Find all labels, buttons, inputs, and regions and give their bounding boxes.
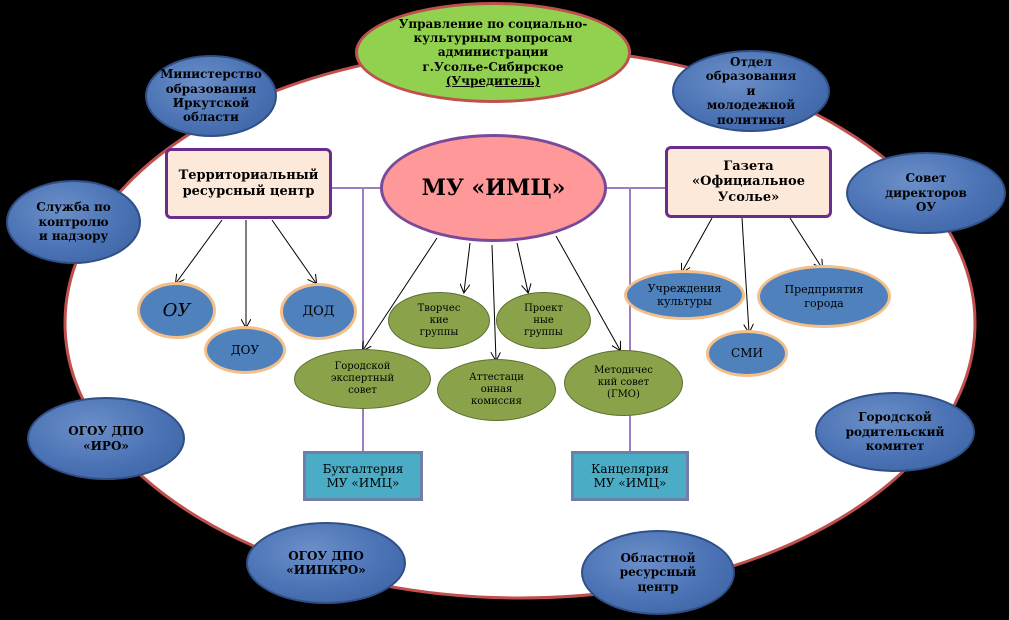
creative-groups-node: Творчес кие группы	[388, 292, 490, 349]
founder-line-4: г.Усолье-Сибирское	[422, 59, 564, 74]
territorial-center-box: Территориальный ресурсный центр	[165, 148, 332, 219]
culture-node: Учреждения культуры	[624, 270, 745, 320]
regional-center-node: Областной ресурсный центр	[581, 530, 735, 615]
ogou-iro-node: ОГОУ ДПО «ИРО»	[27, 397, 185, 480]
accounting-box: Бухгалтерия МУ «ИМЦ»	[303, 451, 423, 501]
ministry-node: Министерство образования Иркутской облас…	[145, 55, 277, 137]
ogou-iipkro-node: ОГОУ ДПО «ИИПКРО»	[246, 522, 406, 604]
project-groups-node: Проект ные группы	[496, 292, 591, 349]
founder-line-1: Управление по социально-	[398, 16, 588, 31]
office-box: Канцелярия МУ «ИМЦ»	[571, 451, 689, 501]
gazette-box: Газета «Официальное Усолье»	[665, 146, 832, 218]
founder-line-3: администрации	[437, 45, 549, 60]
founder-line-2: культурным вопросам	[413, 30, 573, 45]
education-dept-node: Отдел образования и молодежной политики	[672, 50, 830, 132]
founder-node: Управление по социально- культурным вопр…	[355, 2, 631, 103]
expert-council-node: Городской экспертный совет	[294, 349, 431, 409]
control-service-node: Служба по контролю и надзору	[6, 180, 141, 264]
arrows	[176, 217, 822, 360]
dod-node: ДОД	[280, 283, 357, 340]
parents-committee-node: Городской родительский комитет	[815, 392, 975, 472]
founder-line-5: (Учредитель)	[445, 74, 541, 89]
enterprises-node: Предприятия города	[757, 265, 891, 328]
smi-node: СМИ	[706, 330, 788, 377]
ou-node: ОУ	[137, 282, 216, 339]
dou-node: ДОУ	[204, 326, 286, 374]
methodical-council-node: Методичес кий совет (ГМО)	[564, 350, 683, 416]
center-node: МУ «ИМЦ»	[380, 134, 607, 242]
attestation-commission-node: Аттестаци онная комиссия	[437, 359, 556, 421]
directors-council-node: Совет директоров ОУ	[846, 152, 1006, 234]
